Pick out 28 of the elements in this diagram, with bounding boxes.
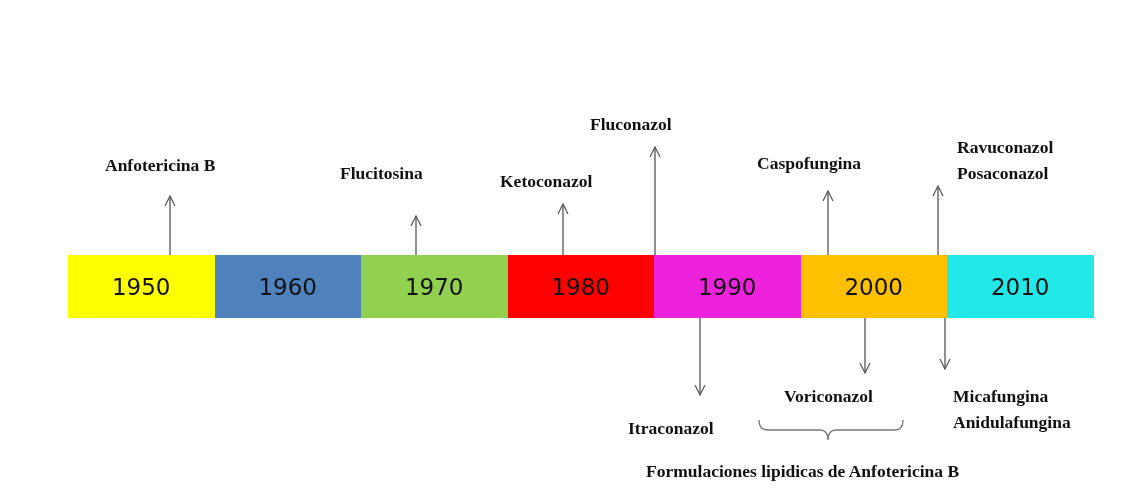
drug-label: Micafungina [953,385,1050,408]
decade-segment: 1990 [654,255,801,318]
drug-label: Ravuconazol [957,136,1054,159]
drug-label: Ketoconazol [500,168,593,194]
drug-label: Fluconazol [590,111,672,137]
drug-label: Caspofungina [757,150,862,176]
drug-label: Anidulafungina [953,411,1071,434]
decade-segment: 1950 [68,255,215,318]
drug-label: Anfotericina B [105,152,216,178]
arrow [694,317,706,396]
arrow [649,146,661,256]
arrow [410,215,422,256]
note-text: Formulaciones lipidicas de Anfotericina B [646,460,960,483]
drug-label: Posaconazol [957,162,1050,185]
drug-label: Voriconazol [784,383,873,409]
arrow [859,317,871,374]
arrow [557,203,569,256]
decade-segment: 1970 [361,255,508,318]
decade-segment: 2010 [947,255,1094,318]
decade-segment: 1960 [214,255,361,318]
arrow [932,185,944,256]
arrow [164,195,176,256]
drug-label: Itraconazol [628,415,714,441]
arrow [939,317,951,370]
decade-segment: 1980 [507,255,654,318]
decade-segment: 2000 [800,255,947,318]
arrow [822,190,834,256]
drug-label: Flucitosina [340,160,423,186]
